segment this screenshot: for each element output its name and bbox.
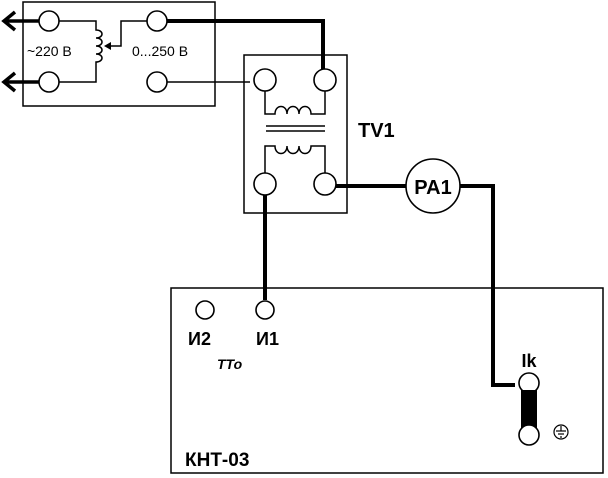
tv1-primary-terminal-right <box>313 68 337 92</box>
wire-output-to-tv1-primary <box>167 19 325 72</box>
transformer-tv1: TV1 <box>243 54 395 214</box>
autotransformer-output-terminal-bottom <box>146 71 168 93</box>
tv1-primary-winding <box>264 91 326 115</box>
input-arrow-bottom <box>1 71 39 93</box>
input-voltage-label: ~220 В <box>27 43 72 59</box>
autotransformer-winding <box>59 20 103 83</box>
autotransformer-output-terminal-top <box>146 10 168 32</box>
tv1-label: TV1 <box>358 120 395 142</box>
wire-pa1-to-ik <box>460 184 515 387</box>
terminal-tto-label: TTo <box>217 356 243 372</box>
device-knt03: И2 И1 TTo Ik КНТ-03 <box>170 287 604 474</box>
tv1-secondary-terminal-right <box>313 172 337 196</box>
autotransformer-input-terminal-top <box>38 10 60 32</box>
ammeter-pa1: PA1 <box>405 158 461 214</box>
terminal-i1 <box>255 300 275 320</box>
terminal-i1-label: И1 <box>256 329 279 349</box>
wiper-arrow-icon <box>104 42 111 50</box>
autotransformer-input-terminal-bottom <box>38 71 60 93</box>
terminal-ground <box>518 424 540 446</box>
device-box <box>170 287 604 474</box>
tv1-secondary-winding <box>264 145 326 173</box>
tv1-box <box>243 54 348 214</box>
autotransformer-wiper <box>108 20 147 47</box>
output-voltage-label: 0...250 В <box>132 43 188 59</box>
device-name-label: КНТ-03 <box>185 450 249 471</box>
tv1-primary-terminal-left <box>253 68 277 92</box>
ik-jumper <box>521 390 537 428</box>
autotransformer: ~220 В 0...250 В <box>1 1 250 107</box>
terminal-i2-label: И2 <box>188 329 211 349</box>
terminal-i2 <box>195 300 215 320</box>
pa1-label: PA1 <box>414 177 451 199</box>
autotransformer-box <box>22 1 216 107</box>
terminal-ik-label: Ik <box>521 351 537 371</box>
ground-icon <box>553 424 569 440</box>
input-arrow-top <box>1 10 39 32</box>
tv1-secondary-terminal-left <box>253 172 277 196</box>
